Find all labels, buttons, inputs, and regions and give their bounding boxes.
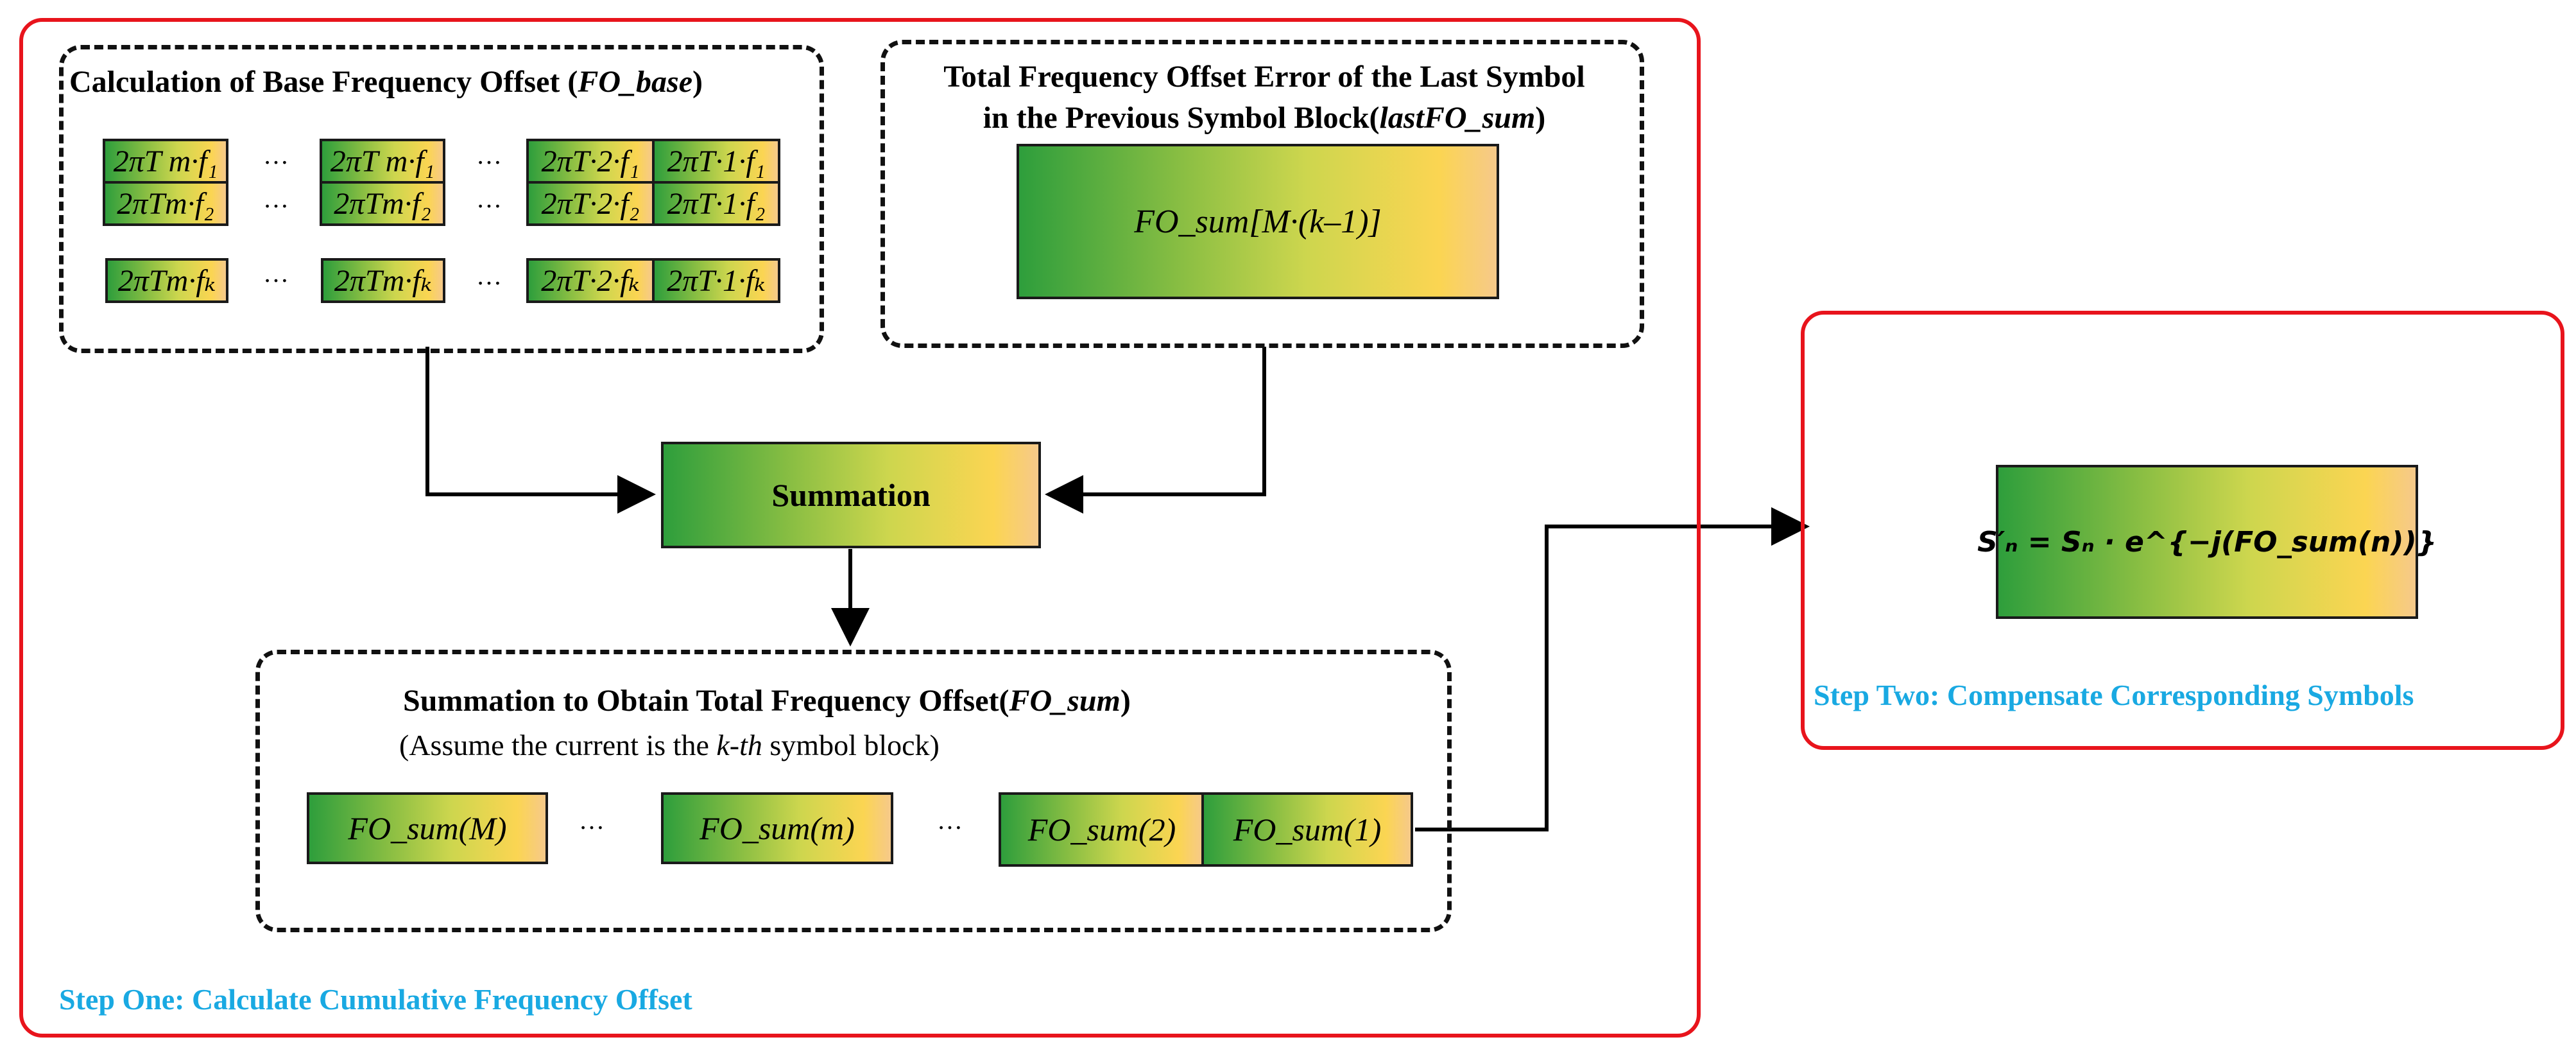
fo-sum-cell-2: FO_sum(2): [999, 792, 1205, 867]
base-cell-r2-c2: 2πTm·f₂: [320, 181, 445, 226]
base-cell-r1-c4: 2πT·1·f₁: [652, 139, 780, 184]
base-cell-r1-c3: 2πT·2·f₁: [526, 139, 655, 184]
base-cell-r2-c3: 2πT·2·f₂: [526, 181, 655, 226]
ellipsis: …: [476, 261, 502, 290]
last-symbol-offset-box: [880, 40, 1644, 348]
base-cell-r1-c1: 2πT m·f₁: [103, 139, 228, 184]
step-one-label: Step One: Calculate Cumulative Frequency…: [59, 983, 692, 1016]
ellipsis: …: [579, 806, 605, 835]
compensation-formula: S′ₙ = Sₙ · e^{−j(FO_sum(n))}: [1977, 525, 2437, 559]
base-cell-rk-c2: 2πTm·fₖ: [321, 258, 445, 303]
total-box-title: Summation to Obtain Total Frequency Offs…: [403, 684, 1131, 718]
arrow-base-to-summation: [425, 347, 656, 514]
base-cell-r2-c1: 2πTm·f₂: [103, 181, 228, 226]
ellipsis: …: [263, 184, 289, 213]
compensation-formula-box: S′ₙ = Sₙ · e^{−j(FO_sum(n))}: [1977, 465, 2437, 619]
base-cell-rk-c4: 2πT·1·fₖ: [652, 258, 780, 303]
ellipsis: …: [476, 141, 502, 169]
step-two-frame: [1801, 311, 2564, 750]
ellipsis: …: [263, 259, 289, 288]
last-fo-sum-value: FO_sum[M·(k–1)]: [1017, 144, 1499, 299]
step-two-label: Step Two: Compensate Corresponding Symbo…: [1814, 679, 2414, 711]
last-box-title-line1: Total Frequency Offset Error of the Last…: [943, 60, 1585, 94]
ellipsis: …: [937, 806, 963, 835]
base-cell-rk-c3: 2πT·2·fₖ: [526, 258, 655, 303]
base-box-title: Calculation of Base Frequency Offset (FO…: [69, 65, 703, 99]
total-frequency-offset-box: [255, 650, 1452, 932]
base-cell-r1-c2: 2πT m·f₁: [320, 139, 445, 184]
base-cell-r2-c4: 2πT·1·f₂: [652, 181, 780, 226]
last-box-title-line2: in the Previous Symbol Block(lastFO_sum): [983, 101, 1546, 135]
fo-sum-cell-1: FO_sum(1): [1201, 792, 1413, 867]
fo-sum-cell-M: FO_sum(M): [307, 792, 548, 864]
arrow-last-to-summation: [1045, 347, 1266, 514]
ellipsis: …: [263, 141, 289, 169]
summation-box: Summation: [661, 442, 1041, 548]
base-cell-rk-c1: 2πTm·fₖ: [105, 258, 228, 303]
arrow-total-to-step-two: [1415, 507, 1810, 831]
base-frequency-offset-box: [59, 45, 824, 353]
ellipsis: …: [476, 184, 502, 213]
step-one-frame: [19, 18, 1701, 1038]
fo-sum-cell-m: FO_sum(m): [661, 792, 893, 864]
total-box-subtitle: (Assume the current is the k-th symbol b…: [399, 729, 940, 761]
